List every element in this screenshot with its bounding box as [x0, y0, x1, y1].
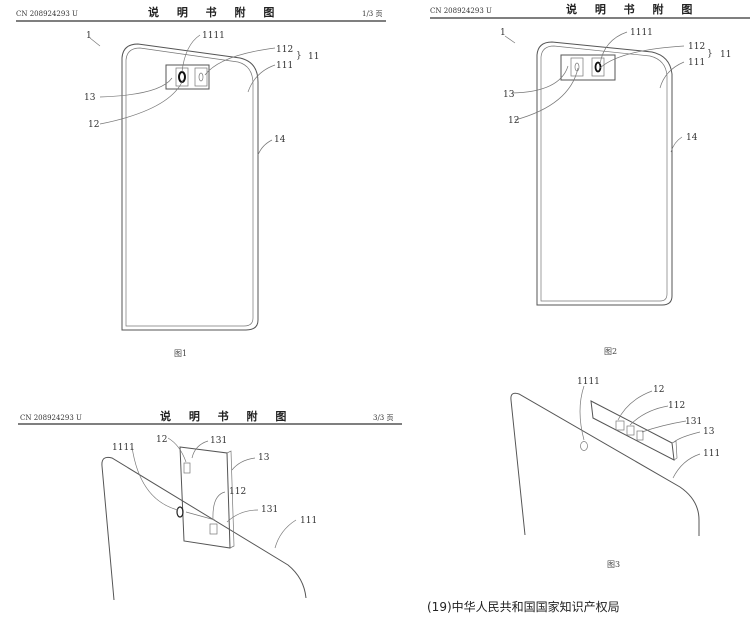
svg-text:}: } — [296, 51, 302, 61]
figure-caption: 图2 — [604, 347, 617, 356]
light-hole-icon — [580, 441, 588, 451]
camera-lens-icon — [178, 71, 186, 83]
ref-label: 13 — [84, 93, 96, 103]
ref-label: 131 — [210, 436, 227, 446]
sheet-title: 说 明 书 附 图 — [566, 2, 699, 16]
ref-label: 131 — [685, 417, 702, 427]
ref-label: 111 — [300, 516, 317, 526]
leader-lines — [89, 34, 276, 156]
camera-lens-icon — [574, 62, 580, 72]
patent-number: CN 208924293 U — [430, 7, 492, 15]
ref-label: 1111 — [202, 31, 225, 41]
flash-icon — [636, 430, 644, 441]
sheet-fig1: CN 208924293 U 说 明 书 附 图 1/3 页 1 1111 11… — [16, 5, 386, 358]
ref-label: 1111 — [112, 443, 135, 453]
svg-text:}: } — [707, 49, 713, 59]
patent-number: CN 208924293 U — [16, 10, 78, 18]
phone-bezel — [125, 47, 254, 327]
ref-label: 12 — [653, 385, 664, 395]
ref-label: 111 — [703, 449, 720, 459]
ref-label: 12 — [508, 116, 519, 126]
camera-icon — [183, 462, 191, 474]
camera-module — [179, 446, 231, 549]
ref-label: 13 — [703, 427, 715, 437]
sensor-icon — [626, 425, 635, 436]
camera-module — [560, 54, 616, 81]
module-side — [226, 450, 235, 549]
sensor-window — [194, 67, 208, 87]
ref-label: 11 — [308, 52, 319, 62]
camera-window — [570, 57, 584, 77]
light-hole-icon — [176, 506, 184, 518]
phone-outline — [101, 456, 307, 601]
ref-label: 112 — [688, 42, 705, 52]
sheet-title: 说 明 书 附 图 — [160, 409, 293, 423]
ref-label: 1111 — [577, 377, 600, 387]
ref-label: 112 — [668, 401, 685, 411]
ref-label: 112 — [276, 45, 293, 55]
ref-label: 14 — [274, 135, 286, 145]
sheet-fig3-perspective: CN 208924293 U 说 明 书 附 图 3/3 页 12 131 11… — [18, 409, 402, 601]
ref-label: 1111 — [630, 28, 653, 38]
sensor-lens-icon — [198, 72, 204, 82]
camera-window — [175, 67, 189, 87]
ref-label: 131 — [261, 505, 278, 515]
sensor-window — [591, 57, 605, 77]
sensor-icon — [209, 523, 218, 535]
sheet-fig3-detail: 1111 12 112 131 13 111 图3 — [510, 377, 720, 569]
patent-number: CN 208924293 U — [20, 414, 82, 422]
sheet-fig2: CN 208924293 U 说 明 书 附 图 1 1111 112 } 11… — [430, 2, 750, 356]
ref-label: 112 — [229, 487, 246, 497]
sensor-lens-icon — [594, 61, 602, 73]
page-number: 1/3 页 — [362, 10, 383, 18]
figure-caption: 图1 — [174, 349, 187, 358]
ref-label: 111 — [688, 58, 705, 68]
phone-outline — [121, 43, 259, 331]
figure-caption: 图3 — [607, 560, 620, 569]
ref-label: 12 — [156, 435, 167, 445]
camera-icon — [615, 420, 625, 431]
phone-outline — [536, 41, 673, 306]
sheet-title: 说 明 书 附 图 — [148, 5, 281, 19]
camera-module — [590, 400, 675, 461]
ref-label: 1 — [86, 31, 92, 41]
ref-label: 14 — [686, 133, 698, 143]
phone-outline — [510, 392, 700, 536]
ref-label: 11 — [720, 50, 731, 60]
leader-lines — [131, 437, 297, 549]
phone-bezel — [540, 45, 668, 302]
ref-label: 13 — [503, 90, 515, 100]
leader-lines — [579, 385, 701, 479]
page-number: 3/3 页 — [373, 414, 394, 422]
camera-module — [165, 64, 210, 90]
ref-label: 111 — [276, 61, 293, 71]
leader-lines — [504, 31, 685, 153]
ref-label: 1 — [500, 28, 506, 38]
ref-label: 13 — [258, 453, 270, 463]
ref-label: 12 — [88, 120, 99, 130]
issuing-office-footer: (19)中华人民共和国国家知识产权局 — [427, 600, 620, 614]
